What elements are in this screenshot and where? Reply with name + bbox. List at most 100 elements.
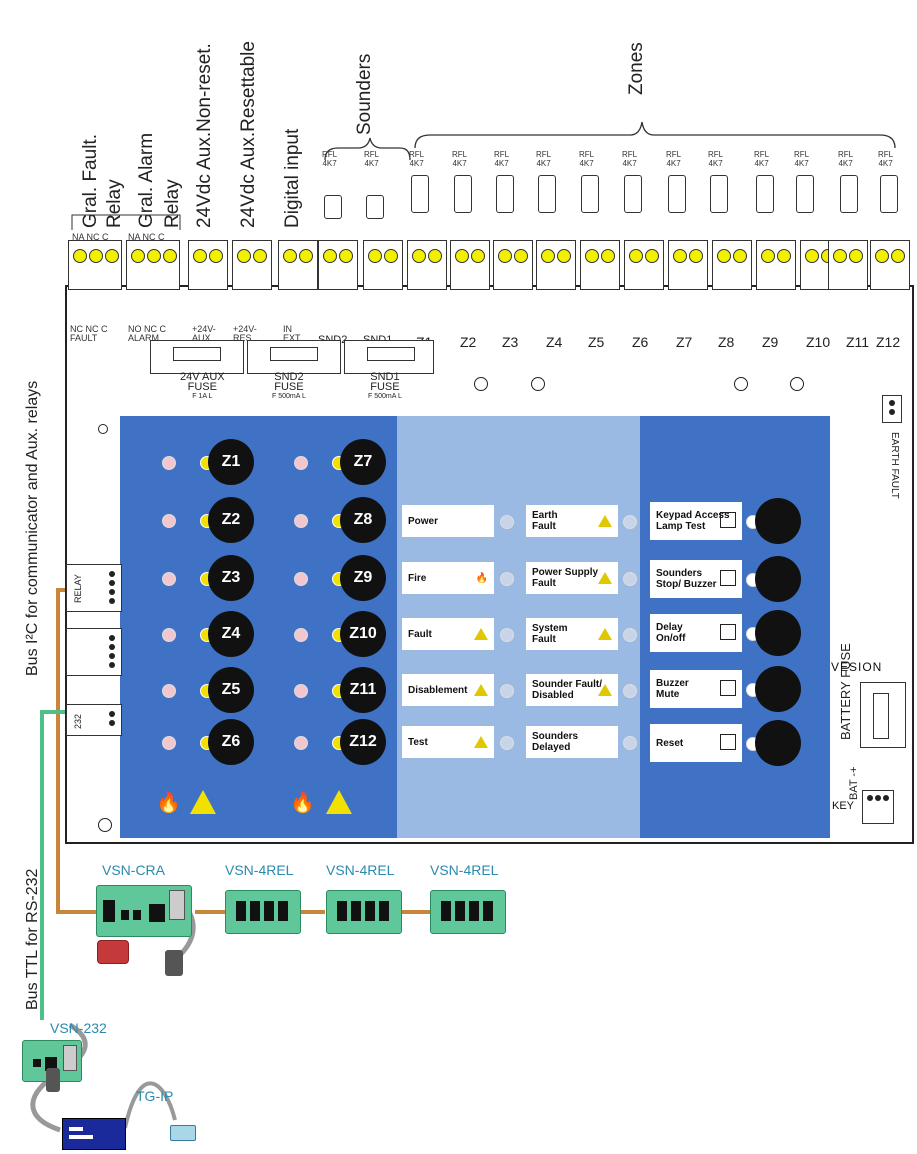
terminal-screw xyxy=(689,249,703,263)
status-label: Test xyxy=(408,736,428,748)
terminal-screw xyxy=(339,249,353,263)
vsn-cra-module xyxy=(96,885,192,937)
status-label: Disabled xyxy=(532,690,574,701)
terminal-screw xyxy=(384,249,398,263)
terminal-screw xyxy=(73,249,87,263)
terminal-screw xyxy=(629,249,643,263)
terminal-alarm xyxy=(126,240,180,290)
status-indicator: Fire🔥 xyxy=(402,562,494,594)
key-button[interactable] xyxy=(755,666,801,712)
terminal-screw xyxy=(733,249,747,263)
terminal-z12 xyxy=(870,240,910,290)
terminal-res xyxy=(232,240,272,290)
resistor-icon xyxy=(496,175,514,213)
zone-button-z8[interactable]: Z8 xyxy=(340,497,386,543)
key-label: Mute xyxy=(656,689,680,700)
status-label: Fault xyxy=(532,634,556,645)
zone-button-z5[interactable]: Z5 xyxy=(208,667,254,713)
zone-button-z3[interactable]: Z3 xyxy=(208,555,254,601)
zone-button-z10[interactable]: Z10 xyxy=(340,611,386,657)
terminal-z6 xyxy=(624,240,664,290)
earth-fault-label: EARTH FAULT xyxy=(889,432,900,499)
status-label: Sounders xyxy=(532,731,579,742)
resistor-icon xyxy=(624,175,642,213)
terminal-snd2 xyxy=(318,240,358,290)
mount-hole xyxy=(98,424,108,434)
key-button[interactable] xyxy=(755,610,801,656)
zone-alarm-led xyxy=(162,736,176,750)
terminal-screw xyxy=(428,249,442,263)
zone-button-z1[interactable]: Z1 xyxy=(208,439,254,485)
resistor-icon xyxy=(538,175,556,213)
status-label: Power xyxy=(408,515,439,527)
zone-alarm-led xyxy=(162,572,176,586)
mount-hole xyxy=(531,377,545,391)
vsn-cra-label: VSN-CRA xyxy=(102,862,166,878)
terminal-z9 xyxy=(756,240,796,290)
zone-button-z12[interactable]: Z12 xyxy=(340,719,386,765)
terminal-screw xyxy=(412,249,426,263)
key-symbol-icon xyxy=(720,680,736,696)
vsn-4rel-label-2: VSN-4REL xyxy=(326,862,395,878)
zone-alarm-led xyxy=(294,572,308,586)
terminal-screw xyxy=(601,249,615,263)
zone-terminal-label: Z12 xyxy=(876,334,901,350)
status-led xyxy=(500,628,514,642)
warning-icon xyxy=(598,628,612,640)
mount-hole xyxy=(98,818,112,832)
fault-contacts-label: NA NC C xyxy=(72,232,109,242)
terminal-z1 xyxy=(407,240,447,290)
terminal-fault xyxy=(68,240,122,290)
zone-button-z11[interactable]: Z11 xyxy=(340,667,386,713)
key-symbol-icon xyxy=(720,734,736,750)
zone-terminal-label: Z8 xyxy=(718,334,735,350)
zone-button-z6[interactable]: Z6 xyxy=(208,719,254,765)
alarm-terminal-label: NO NC C ALARM xyxy=(128,324,166,343)
terminal-screw xyxy=(585,249,599,263)
tg-ip-device xyxy=(62,1118,126,1150)
warning-icon xyxy=(326,790,352,814)
terminal-screw xyxy=(253,249,267,263)
zone-terminal-label: Z7 xyxy=(676,334,693,350)
earth-fault-connector xyxy=(882,395,902,423)
resistor-icon xyxy=(581,175,599,213)
warning-icon xyxy=(598,684,612,696)
terminal-z11 xyxy=(828,240,868,290)
zone-button-z2[interactable]: Z2 xyxy=(208,497,254,543)
zone-button-z7[interactable]: Z7 xyxy=(340,439,386,485)
zone-button-z4[interactable]: Z4 xyxy=(208,611,254,657)
status-label: Earth xyxy=(532,510,558,521)
warning-icon xyxy=(474,736,488,748)
resistor-icon xyxy=(324,195,342,219)
zone-button-z9[interactable]: Z9 xyxy=(340,555,386,601)
key-button[interactable] xyxy=(755,720,801,766)
vsn-4rel-label-3: VSN-4REL xyxy=(430,862,499,878)
key-button[interactable] xyxy=(755,498,801,544)
status-led xyxy=(500,572,514,586)
terminal-z2 xyxy=(450,240,490,290)
vsn-4rel-label-1: VSN-4REL xyxy=(225,862,294,878)
rs232-connector: 232 xyxy=(66,704,122,736)
status-led xyxy=(500,684,514,698)
terminal-screw xyxy=(557,249,571,263)
terminal-screw xyxy=(237,249,251,263)
key-label: Buzzer xyxy=(656,678,689,689)
terminal-z7 xyxy=(668,240,708,290)
key-button[interactable] xyxy=(755,556,801,602)
resistor-icon xyxy=(880,175,898,213)
